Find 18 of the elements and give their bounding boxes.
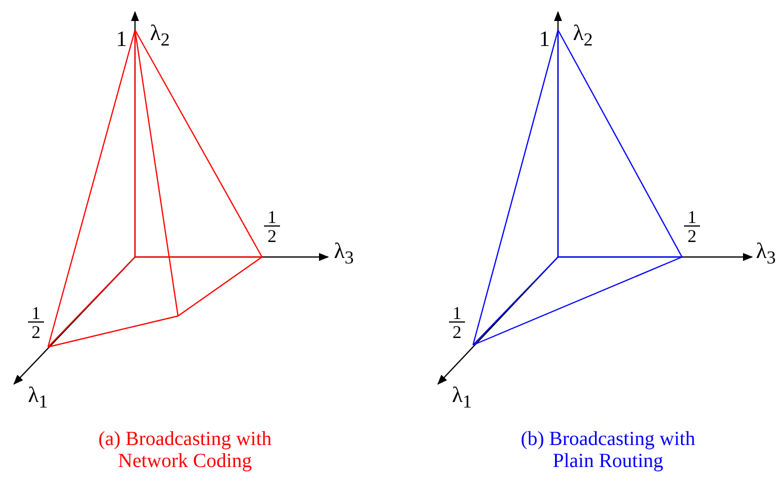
tick-label: 1 <box>539 28 550 50</box>
fraction-numerator: 1 <box>686 208 698 226</box>
axis-label: λ$_{1}$ <box>28 384 48 412</box>
fraction-denominator: 2 <box>686 227 698 245</box>
axis-label: λ$_{3}$ <box>334 240 354 268</box>
fraction-denominator: 2 <box>266 227 278 245</box>
fraction-denominator: 2 <box>452 323 462 341</box>
panel-caption: (a) Broadcasting with Network Coding <box>97 428 273 472</box>
axis-label: λ$_{2}$ <box>150 22 170 50</box>
axis-label: λ$_{3}$ <box>756 240 776 268</box>
fraction-numerator: 1 <box>266 208 278 226</box>
axis-label: λ$_{1}$ <box>452 384 472 412</box>
fraction-numerator: 1 <box>452 304 462 322</box>
tick-label: 1 <box>116 28 127 50</box>
fraction-denominator: 2 <box>30 323 42 341</box>
fraction-numerator: 1 <box>30 304 42 322</box>
axis-label: λ$_{2}$ <box>573 22 593 50</box>
panel-caption: (b) Broadcasting with Plain Routing <box>520 428 696 472</box>
